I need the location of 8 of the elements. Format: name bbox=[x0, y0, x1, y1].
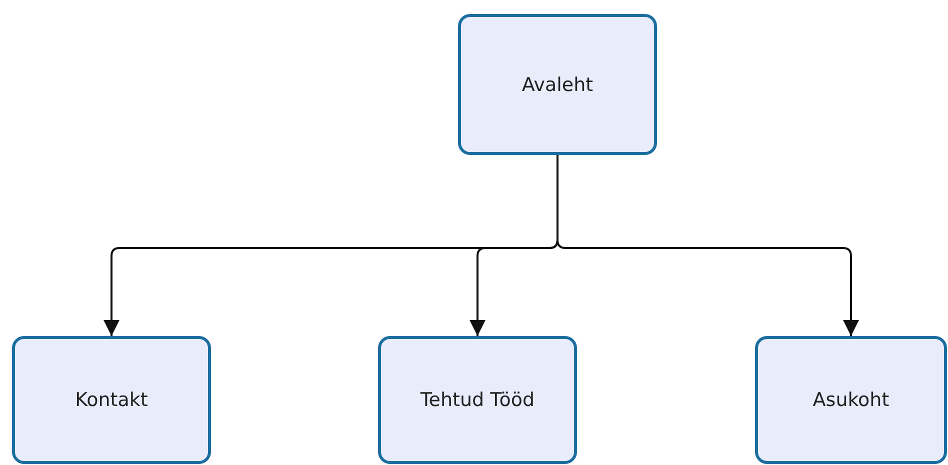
page-label: Kontakt bbox=[75, 389, 148, 411]
page-box bbox=[378, 336, 577, 464]
page-label: Tehtud Tööd bbox=[420, 389, 535, 411]
page-box bbox=[12, 336, 211, 464]
page-label: Asukoht bbox=[812, 389, 890, 411]
page-box bbox=[755, 336, 947, 464]
page-box bbox=[458, 14, 657, 155]
page-label: Avaleht bbox=[522, 74, 594, 96]
